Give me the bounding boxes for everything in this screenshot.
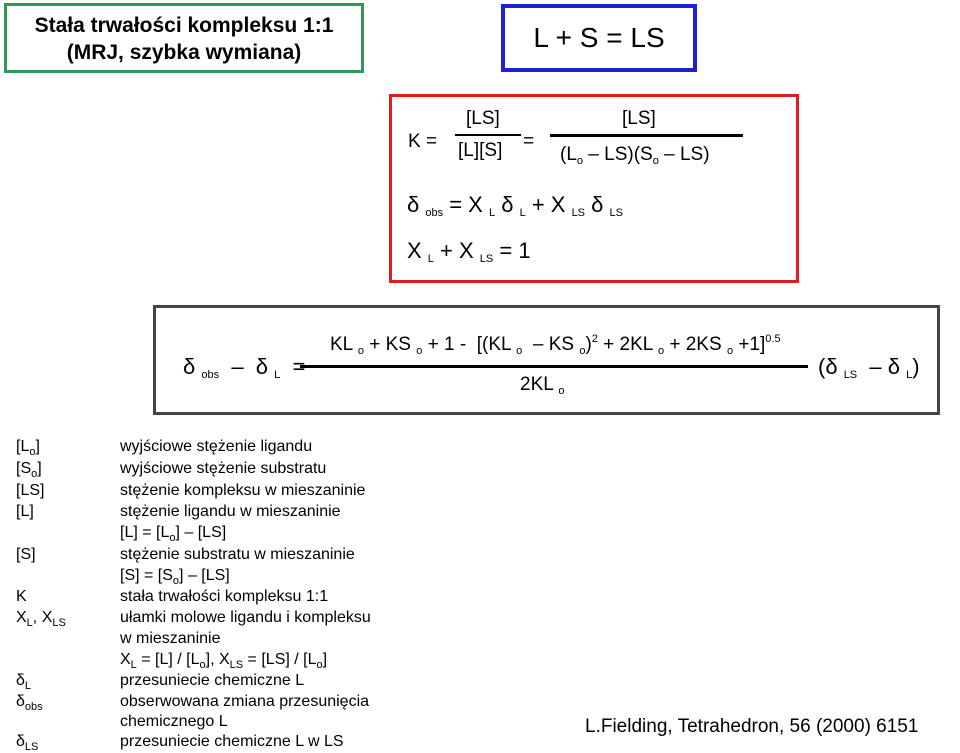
def-label-lo: [Lo] — [16, 438, 40, 458]
def-text-lo: wyjściowe stężenie ligandu — [120, 438, 313, 455]
shift-lhs: δ obs – δ L = — [183, 354, 306, 381]
def-text-x-cont: w mieszaninie — [120, 630, 221, 647]
def-text-so: wyjściowe stężenie substratu — [120, 460, 327, 477]
def-text-l: stężenie ligandu w mieszaninie — [120, 503, 341, 520]
shift-numerator: KL o + KS o + 1 - [(KL o – KS o)2 + 2KL … — [330, 333, 781, 357]
def-text-x: ułamki molowe ligandu i kompleksu — [120, 609, 371, 626]
title-line-1: Stała trwałości kompleksu 1:1 — [34, 14, 334, 37]
title-line-2: (MRJ, szybka wymiana) — [66, 41, 302, 64]
k-numerator-1: [LS] — [466, 108, 500, 129]
def-text-ls: stężenie kompleksu w mieszaninie — [120, 482, 366, 499]
equilibrium-text: L + S = LS — [533, 22, 665, 53]
k-denominator-1: [L][S] — [458, 140, 503, 161]
def-label-l: [L] — [16, 503, 34, 520]
def-text-s: stężenie substratu w mieszaninie — [120, 546, 355, 563]
def-label-s: [S] — [16, 546, 36, 563]
def-label-delta-ls: δLS — [16, 733, 39, 753]
k-denominator-2: (Lo – LS)(So – LS) — [560, 144, 710, 167]
k-numerator-2: [LS] — [622, 108, 656, 129]
delta-obs-equation: δ obs = X L δ L + X LS δ LS — [407, 192, 623, 219]
def-label-k: K — [16, 588, 27, 605]
shift-fraction-line — [300, 365, 808, 368]
shift-equation-box — [153, 305, 940, 415]
def-label-delta-obs: δobs — [16, 693, 43, 713]
def-text-delta-obs-cont: chemicznego L — [120, 713, 228, 730]
mole-fraction-sum: X L + X LS = 1 — [407, 238, 531, 265]
def-text-delta-obs: obserwowana zmiana przesunięcia — [120, 693, 370, 710]
k-fraction-line-2 — [550, 134, 743, 137]
k-fraction-line-1 — [455, 134, 521, 136]
equilibrium-box: L + S = LS — [501, 4, 697, 72]
def-text-delta-ls: przesuniecie chemiczne L w LS — [120, 733, 344, 750]
def-label-so: [So] — [16, 460, 42, 480]
k-equation-box — [389, 94, 799, 283]
def-label-x: XL, XLS — [16, 609, 66, 629]
def-text-delta-l: przesuniecie chemiczne L — [120, 672, 305, 689]
def-formula-s: [S] = [So] – [LS] — [120, 567, 230, 587]
shift-delta-diff: (δ LS – δ L) — [818, 354, 920, 381]
def-text-k: stała trwałości kompleksu 1:1 — [120, 588, 329, 605]
k-lhs: K = — [408, 131, 438, 152]
def-formula-l: [L] = [Lo] – [LS] — [120, 524, 227, 544]
reference: L.Fielding, Tetrahedron, 56 (2000) 6151 — [585, 716, 919, 737]
def-label-ls: [LS] — [16, 482, 45, 499]
k-equals: = — [523, 131, 535, 152]
shift-denominator: 2KL o — [520, 374, 565, 397]
title-box: Stała trwałości kompleksu 1:1 (MRJ, szyb… — [4, 3, 364, 73]
def-formula-x: XL = [L] / [Lo], XLS = [LS] / [Lo] — [120, 651, 328, 671]
def-label-delta-l: δL — [16, 672, 32, 692]
